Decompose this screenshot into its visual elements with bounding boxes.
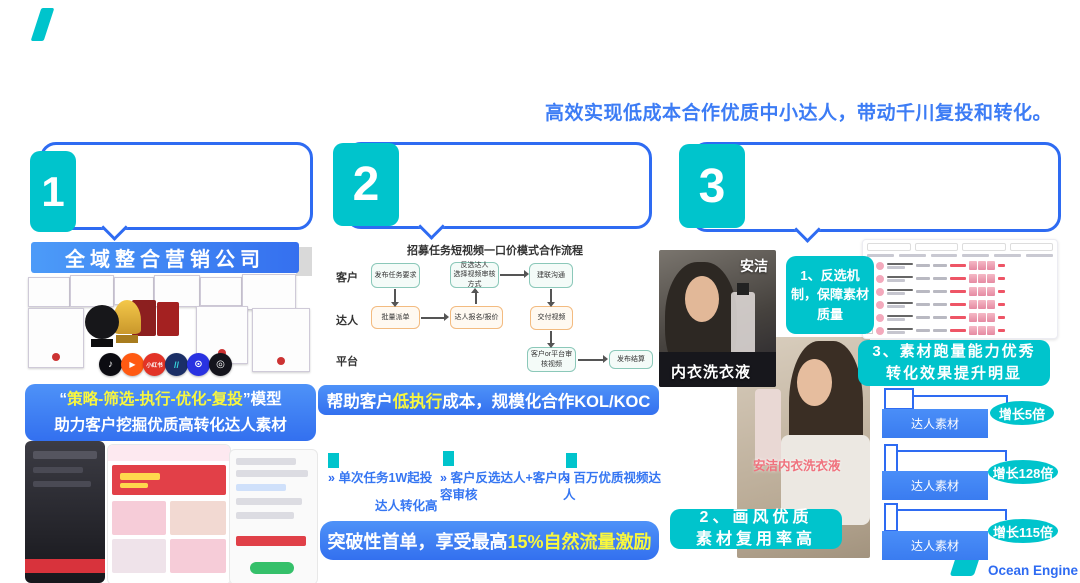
headline: 高效实现低成本合作优质中小达人，带动千川复投和转化。 [544, 103, 1052, 124]
callout-3 [691, 142, 1061, 243]
section-1-title: 全域整合营销公司 [31, 242, 299, 273]
kuaishou-icon: ▶ [121, 353, 144, 376]
weibo-icon: ◎ [209, 353, 232, 376]
talent-material-bar: 达人素材 [882, 409, 988, 438]
incentive-banner: 突破性首单，享受最高15%自然流量激励 [320, 521, 659, 560]
table-row [867, 259, 1053, 272]
flow-row-label: 平台 [336, 356, 358, 368]
phone-screenshot-1 [25, 441, 105, 583]
certificate-thumb [70, 275, 114, 307]
growth-label: 增长128倍 [988, 460, 1058, 484]
callout-notch [418, 213, 445, 240]
baseline-bar [884, 444, 898, 473]
flow-node: 批量派单 [371, 306, 420, 329]
talent-table-screenshot [862, 239, 1058, 339]
baidu-icon: ⊙ [187, 353, 210, 376]
point-2: 2、画风优质 素材复用率高 [670, 509, 842, 549]
video-screenshot-1: 安洁 内衣洗衣液 [659, 250, 776, 387]
callout-1 [40, 142, 313, 241]
section-3-number: 3 [679, 144, 745, 228]
bullet-1-sub: 达人转化高 [375, 499, 438, 513]
kol-banner: 帮助客户低执行成本，规模化合作KOL/KOC [318, 385, 659, 415]
cooperation-flowchart: 招募任务短视频一口价模式合作流程 客户 达人 平台 发布任务要求 反选达人 选择… [330, 240, 660, 386]
flow-node: 发布结算 [609, 350, 653, 369]
baseline-bar [884, 503, 898, 532]
section-1-number: 1 [30, 151, 76, 232]
baseline-bar [884, 388, 914, 410]
flowchart-title: 招募任务短视频一口价模式合作流程 [407, 245, 583, 257]
douyin-icon: ♪ [99, 353, 122, 376]
tick-mark [566, 453, 577, 468]
flow-node: 建联沟通 [529, 263, 573, 288]
certificate-thumb [242, 274, 296, 310]
product-bottle [731, 292, 755, 360]
talent-material-bar: 达人素材 [882, 471, 988, 500]
table-row [867, 298, 1053, 311]
model-banner-line1: “策略-筛选-执行-优化-复投”模型 [59, 390, 282, 408]
brand-slash-icon [30, 8, 55, 41]
flow-node: 发布任务要求 [371, 263, 420, 288]
flow-arrow [421, 317, 446, 319]
model-banner: “策略-筛选-执行-优化-复投”模型 助力客户挖掘优质高转化达人素材 [25, 384, 316, 441]
talent-material-bar: 达人素材 [882, 531, 988, 560]
flow-node: 客户or平台审核视频 [527, 347, 576, 372]
tick-mark [328, 453, 339, 468]
flow-arrow [550, 331, 552, 345]
flow-row-label: 客户 [336, 272, 358, 284]
table-row [867, 285, 1053, 298]
ocean-engine-logo: Ocean Engine [988, 563, 1079, 578]
bullet-3: 百万优质视频达人 [563, 470, 665, 504]
table-row [867, 311, 1053, 324]
table-filter-bar [867, 243, 1053, 251]
callout-notch [101, 214, 128, 241]
flow-node: 达人报名/报价 [450, 306, 503, 329]
flow-arrow [500, 274, 526, 276]
flow-arrow [550, 289, 552, 304]
phone-screenshot-2 [107, 444, 231, 583]
video1-product-tag: 内衣洗衣液 [671, 364, 752, 381]
flow-arrow [578, 359, 605, 361]
phone-screenshot-3 [229, 449, 318, 583]
certificate-framed [252, 308, 310, 372]
growth-label: 增长115倍 [988, 519, 1058, 543]
bullet-2: 客户反选达人+客户内容审核 [440, 470, 572, 504]
product-bottle [755, 389, 781, 465]
red-book [157, 302, 179, 336]
certificate-thumb [154, 275, 200, 307]
tick-mark [443, 451, 454, 466]
flow-node: 交付视频 [530, 306, 573, 330]
flow-row-label: 达人 [336, 315, 358, 327]
growth-label: 增长5倍 [990, 401, 1054, 425]
bullet-1: 单次任务1W起投 [328, 470, 446, 487]
ocean-engine-icon: // [165, 353, 188, 376]
flow-node: 反选达人 选择视频审核方式 [450, 262, 499, 288]
xiaohongshu-icon: 小红书 [143, 353, 166, 376]
point-1: 1、反选机制，保障素材质量 [786, 256, 874, 334]
flow-arrow [475, 290, 477, 304]
table-header [867, 254, 1053, 257]
table-row [867, 272, 1053, 285]
certificate-framed [28, 308, 84, 368]
award-disc-icon [85, 305, 119, 347]
flow-arrow [394, 289, 396, 303]
section-2-number: 2 [333, 143, 399, 226]
video1-brand-tag: 安洁 [740, 258, 768, 274]
callout-notch [794, 216, 821, 243]
video2-product-tag: 安洁内衣洗衣液 [753, 459, 841, 473]
table-row [867, 324, 1053, 337]
certificate-thumb [200, 277, 242, 306]
title-bar-shadow [296, 247, 312, 276]
certificate-thumb [28, 277, 70, 307]
model-banner-line2: 助力客户挖掘优质高转化达人素材 [54, 416, 287, 434]
point-3: 3、素材跑量能力优秀 转化效果提升明显 [858, 340, 1050, 386]
